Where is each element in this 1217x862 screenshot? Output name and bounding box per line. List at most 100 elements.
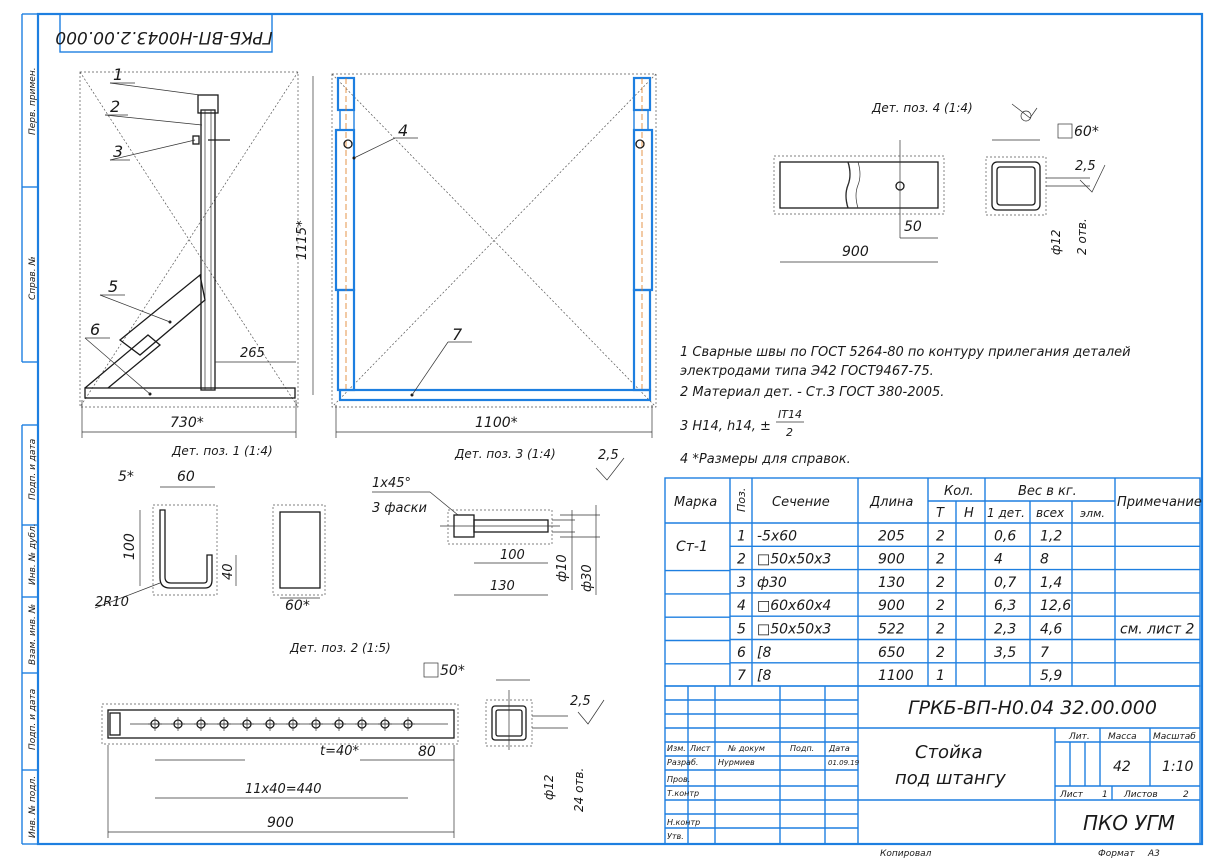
dim-t40: t=40*: [320, 744, 360, 759]
spec-row-length: 900: [878, 552, 905, 568]
spec-row-qty: 2: [936, 645, 945, 661]
tb-mass-label: Масса: [1108, 732, 1137, 742]
dim-900-a: 900: [842, 244, 869, 260]
pos-label-6: 6: [90, 320, 100, 339]
spec-row-poz: 7: [737, 668, 746, 684]
spec-row-length: 205: [878, 528, 905, 544]
hdr-odet: 1 дет.: [987, 506, 1025, 520]
pos-label-7: 7: [452, 325, 463, 344]
spec-row-length: 522: [878, 622, 905, 638]
hdr-t: Т: [936, 506, 945, 521]
tb-title-1: Стойка: [915, 742, 983, 763]
tb-sheet: 1: [1102, 790, 1108, 800]
tb-lit-label: Лит.: [1068, 732, 1090, 742]
rough-2-5: 2,5: [1075, 159, 1096, 174]
view-detail-4: Дет. поз. 4 (1:4) 900 50 60* 2,5 ф12 2 о…: [773, 101, 1106, 263]
dim-130: 130: [490, 579, 515, 594]
spec-row-note: см. лист 2: [1120, 622, 1195, 638]
hdr-prim: Примечание: [1117, 495, 1202, 510]
note3-frac-bottom: 2: [786, 426, 793, 439]
hdr-kol: Кол.: [944, 484, 974, 499]
tb-sheets-label: Листов: [1123, 790, 1158, 800]
spec-row-section: -5х60: [757, 528, 797, 544]
tb-hdr-sign: Подп.: [790, 744, 814, 753]
spec-row-weight-all: 4,6: [1040, 622, 1062, 638]
rough-2-5-rod: 2,5: [598, 448, 619, 463]
note-line-1: 1 Сварные швы по ГОСТ 5264-80 по контуру…: [680, 345, 1131, 360]
spec-row-weight-all: 8: [1040, 552, 1049, 568]
spec-row-poz: 4: [737, 598, 746, 614]
side-label-inv-podl: Инв. № подл.: [28, 776, 38, 838]
tb-hdr-doc: № докум: [727, 744, 765, 753]
spec-row-poz: 5: [737, 622, 746, 638]
spec-row-qty: 2: [936, 552, 945, 568]
tb-scale: 1:10: [1162, 759, 1194, 775]
spec-row-qty: 2: [936, 575, 945, 591]
rough-2-5-tube: 2,5: [570, 694, 591, 709]
tb-mass: 42: [1113, 759, 1131, 775]
spec-row-weight-all: 1,4: [1040, 575, 1062, 591]
spec-row-qty: 1: [936, 668, 945, 684]
view3-caption: Дет. поз. 3 (1:4): [454, 447, 556, 461]
spec-row-length: 1100: [878, 668, 914, 684]
pos-label-5: 5: [108, 277, 118, 296]
dim-100-rod: 100: [500, 548, 525, 563]
dim-11x40: 11х40=440: [245, 782, 321, 797]
spec-row-section: [8: [757, 645, 771, 661]
dim-phi10: ф10: [555, 554, 570, 582]
spec-row-section: [8: [757, 668, 771, 684]
hdr-elm: элм.: [1080, 507, 1105, 520]
holes-24-label: 24 отв.: [572, 768, 586, 812]
spec-row-poz: 2: [737, 552, 746, 568]
dim-1115: 1115*: [295, 220, 310, 260]
dim-5: 5*: [118, 469, 134, 485]
dim-100-profile: 100: [122, 533, 138, 560]
spec-row-weight-one: 2,3: [994, 622, 1016, 638]
dim-sq50: 50*: [440, 663, 465, 679]
spec-row-poz: 6: [737, 645, 746, 661]
dim-1100: 1100*: [475, 415, 518, 431]
tb-prov: Пров.: [667, 775, 690, 784]
dim-60: 60: [177, 469, 195, 485]
tb-scale-label: Масштаб: [1153, 732, 1196, 742]
dim-2r10: 2R10: [95, 595, 129, 610]
tb-hdr-izm: Изм.: [667, 744, 686, 753]
tb-format: A3: [1147, 849, 1160, 859]
pos-label-4: 4: [398, 121, 408, 140]
spec-row-qty: 2: [936, 598, 945, 614]
chamfer-label: 1х45°: [372, 476, 411, 491]
view-detail-1-profile: 5* 60 100 40 2R10 60*: [94, 469, 326, 614]
spec-row-weight-one: 0,7: [994, 575, 1016, 591]
spec-row-length: 650: [878, 645, 905, 661]
spec-row-weight-all: 5,9: [1040, 668, 1062, 684]
dim-phi12-b: ф12: [542, 774, 556, 800]
two-holes-label: 2 отв.: [1075, 218, 1089, 255]
side-label-sprav: Справ. №: [28, 256, 38, 300]
tb-hdr-date: Дата: [828, 744, 850, 753]
spec-row-qty: 2: [936, 622, 945, 638]
side-label-inv-dubl: Инв. № дубл.: [28, 523, 38, 585]
dim-60-star: 60*: [285, 598, 310, 614]
tb-date: 01.09.19: [828, 759, 860, 767]
tb-org: ПКО УГМ: [1083, 811, 1175, 835]
tb-razrab: Разраб.: [667, 758, 698, 767]
view-detail-3: 4 7 1100* Дет. поз. 3 (1:4): [331, 73, 657, 461]
tb-copied: Копировал: [880, 849, 932, 859]
spec-table: Марка Поз. Сечение Длина Кол. Т Н Вес в …: [664, 477, 1202, 687]
note-line-2: 2 Материал дет. - Ст.3 ГОСТ 380-2005.: [680, 385, 944, 400]
view1-caption: Дет. поз. 1 (1:4): [171, 444, 273, 458]
tb-sheets: 2: [1183, 790, 1189, 800]
tb-sheet-label: Лист: [1059, 790, 1084, 800]
spec-row-section: □60х60х4: [757, 598, 831, 614]
dim-900-b: 900: [267, 815, 294, 831]
chamfer2-label: 3 фаски: [372, 501, 427, 516]
dim-phi30: ф30: [580, 564, 595, 592]
spec-row-weight-all: 12,6: [1040, 598, 1071, 614]
side-label-podp2: Подп. и дата: [28, 689, 38, 750]
marka-value: Ст-1: [676, 539, 708, 555]
spec-row-weight-one: 4: [994, 552, 1003, 568]
spec-row-length: 130: [878, 575, 905, 591]
view-detail-2: 50* t=40* 80 11х40=440 900 2,5 ф12 24 от…: [101, 662, 605, 838]
dim-40: 40: [221, 563, 236, 580]
spec-row-weight-one: 6,3: [994, 598, 1016, 614]
